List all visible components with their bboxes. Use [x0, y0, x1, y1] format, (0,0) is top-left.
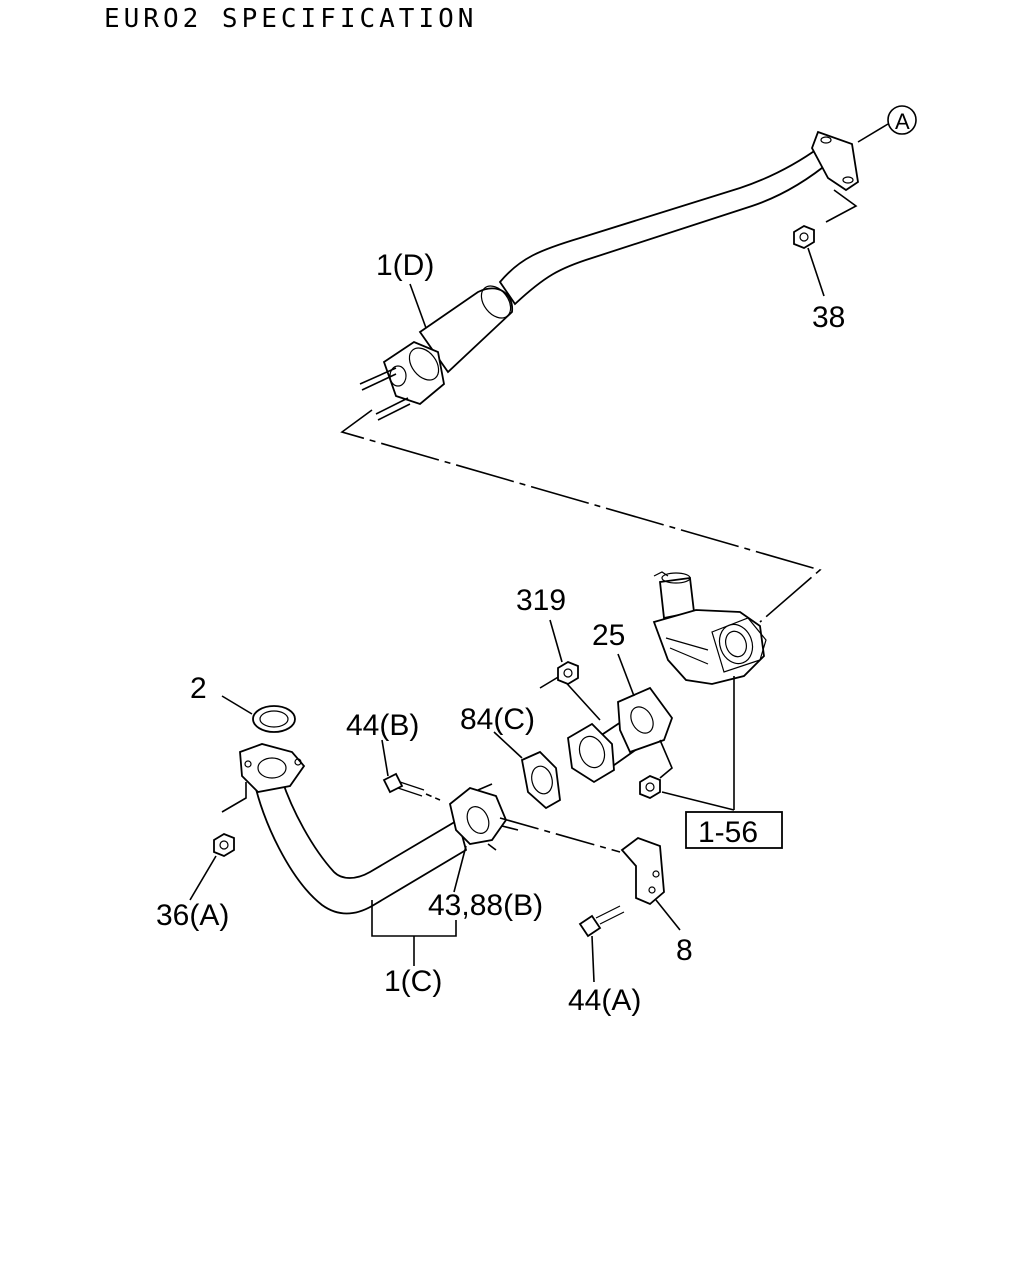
- reference-box-1-56[interactable]: 1-56: [685, 811, 783, 849]
- callout-44a: 44(A): [568, 984, 641, 1017]
- nut-319[interactable]: [557, 660, 579, 686]
- ref-a-label: A: [895, 109, 910, 134]
- callout-1d: 1(D): [376, 249, 434, 282]
- callout-319: 319: [516, 584, 566, 617]
- bolt-44a[interactable]: [578, 905, 625, 938]
- callout-84c: 84(C): [460, 703, 535, 736]
- reference-circle-a: [857, 105, 917, 143]
- callout-8: 8: [676, 934, 693, 967]
- bolt-44b[interactable]: [382, 772, 425, 797]
- nut-egr[interactable]: [639, 774, 661, 800]
- ref-1-56-label: 1-56: [698, 816, 758, 849]
- nut-36a[interactable]: [213, 832, 235, 858]
- egr-valve[interactable]: [652, 571, 767, 685]
- egr-pipe-25[interactable]: [567, 686, 674, 784]
- page-title: EURO2 SPECIFICATION: [104, 4, 478, 34]
- callout-38: 38: [812, 301, 845, 334]
- callout-2: 2: [190, 672, 207, 705]
- callout-1c: 1(C): [384, 965, 442, 998]
- callout-44b: 44(B): [346, 709, 419, 742]
- gasket-2[interactable]: [252, 705, 296, 733]
- front-pipe-catalytic-converter[interactable]: [359, 130, 859, 421]
- callout-25: 25: [592, 619, 625, 652]
- front-exhaust-pipe[interactable]: [239, 743, 519, 915]
- callout-43-88b: 43,88(B): [428, 889, 543, 922]
- gasket-84c[interactable]: [520, 750, 561, 810]
- bracket-8[interactable]: [620, 836, 665, 906]
- nut-38[interactable]: [793, 224, 815, 250]
- callout-36a: 36(A): [156, 899, 229, 932]
